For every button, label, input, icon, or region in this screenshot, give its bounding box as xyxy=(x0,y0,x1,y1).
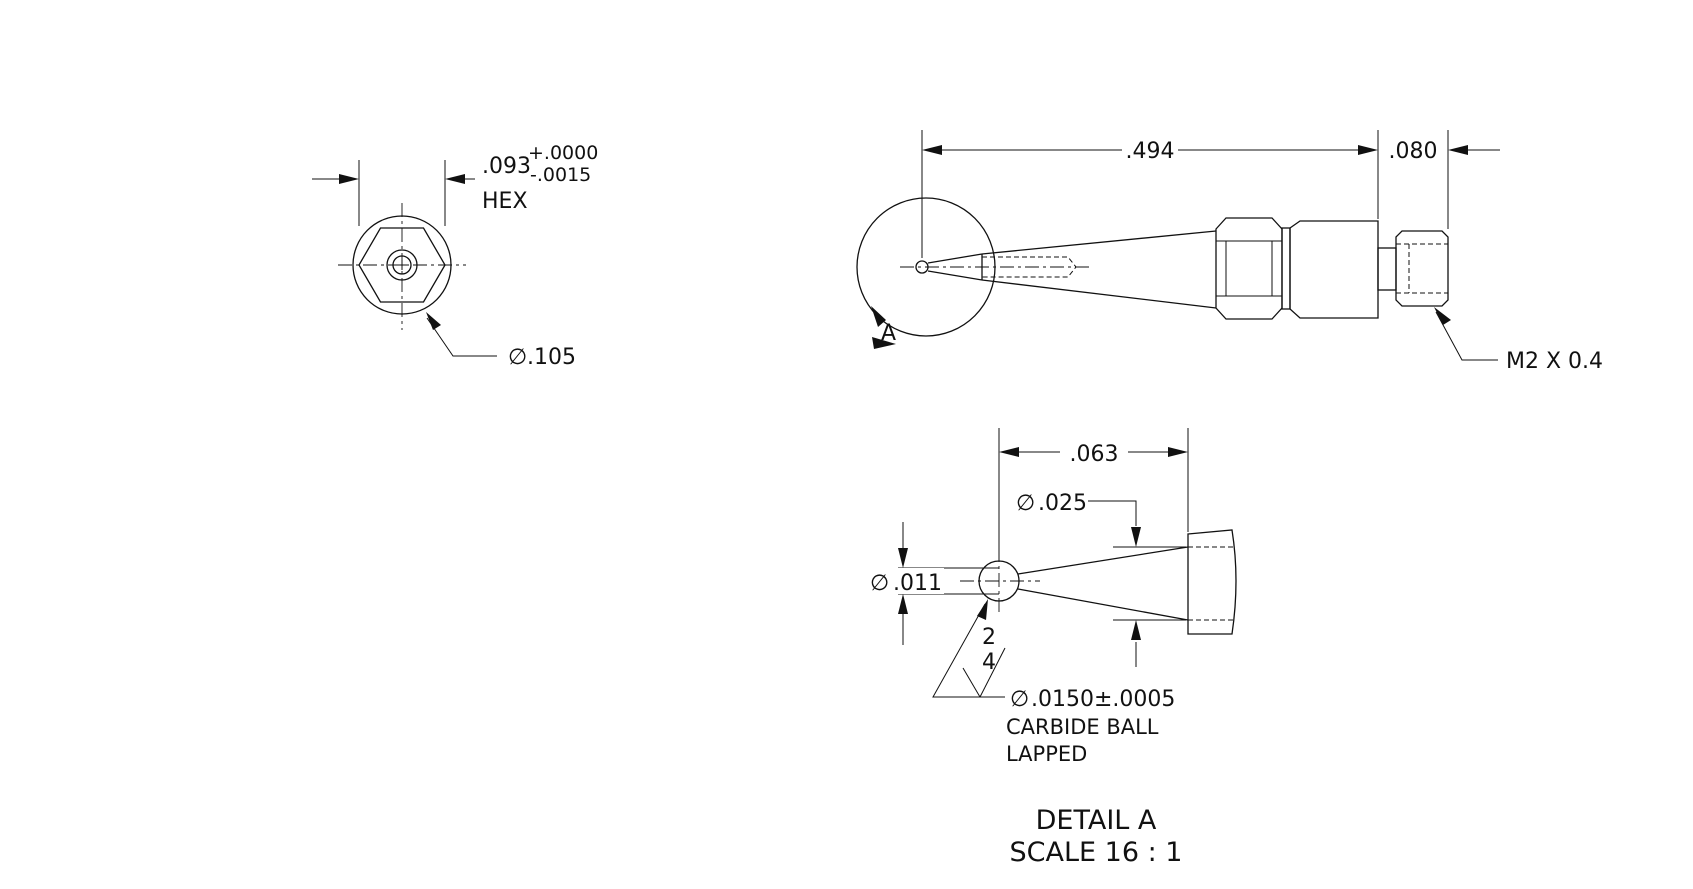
ball-dia-text: .011 xyxy=(893,571,942,596)
thread-note-arrow xyxy=(1434,307,1451,325)
ball-note-leader xyxy=(932,603,986,698)
detail-scale: SCALE 16 : 1 xyxy=(1010,837,1183,868)
hidden-bore xyxy=(982,256,1077,278)
diameter-symbol: ∅ xyxy=(508,345,527,370)
ball-tip xyxy=(915,260,929,274)
shank-body xyxy=(1289,220,1379,319)
ball-dia-text-mask xyxy=(868,568,944,594)
finish-value-bottom: 4 xyxy=(982,650,996,675)
hex-label: HEX xyxy=(482,189,528,214)
length-arrowhead-left xyxy=(922,145,942,155)
detail-width-text: .063 xyxy=(1070,442,1119,467)
diameter-leader-arrow xyxy=(426,312,441,330)
detail-a-label: A xyxy=(881,321,896,346)
ball-dia-arrowhead-lower xyxy=(898,594,908,614)
finish-symbol-tick xyxy=(962,667,981,698)
taper-lower-edge xyxy=(927,270,983,281)
hex-tolerance-plus: +.0000 xyxy=(528,142,598,164)
detail-width-arrowhead-left xyxy=(999,447,1019,457)
ball-note-dim: .0150±.0005 xyxy=(1031,687,1175,712)
detail-width-arrowhead-right xyxy=(1168,447,1188,457)
hex-dimension-text: .093 xyxy=(482,154,531,179)
tip-dia-arrowhead-upper xyxy=(1131,527,1141,547)
threaded-end xyxy=(1395,230,1449,307)
thread-note-leader xyxy=(1435,311,1498,361)
ball-note-line2: LAPPED xyxy=(1006,742,1087,766)
detail-a-arrow-bottom xyxy=(872,337,896,349)
diameter-leader-line xyxy=(426,317,497,357)
taper-upper-edge xyxy=(927,253,983,264)
detail-title: DETAIL A xyxy=(1036,805,1157,836)
detail-taper-upper xyxy=(1017,546,1189,575)
thread-length-text: .080 xyxy=(1389,139,1438,164)
ball-dia-arrowhead-upper xyxy=(898,548,908,568)
hex-tolerance-minus: -.0015 xyxy=(530,164,591,186)
hex-arrowhead-left xyxy=(339,174,359,184)
diameter-dimension-text: .105 xyxy=(527,345,576,370)
hex-outline xyxy=(358,227,446,303)
detail-shank-end xyxy=(1187,529,1237,635)
tip-dia-arrowhead-lower xyxy=(1131,620,1141,640)
ball-note-symbol: ∅ xyxy=(1010,687,1029,712)
thread-note-text: M2 X 0.4 xyxy=(1506,349,1603,374)
cone-lower-edge xyxy=(981,279,1217,309)
tip-dia-symbol: ∅ xyxy=(1016,491,1035,516)
length-dimension-text: .494 xyxy=(1126,139,1175,164)
tip-dia-text: .025 xyxy=(1038,491,1087,516)
detail-a-arrow-left xyxy=(871,306,886,327)
ball-note-line1: CARBIDE BALL xyxy=(1006,715,1159,739)
finish-value-top: 2 xyxy=(982,625,996,650)
ball-note-arrow xyxy=(977,599,988,620)
detail-a-view: .063 ∅ .025 ∅ .011 2 4 ∅ .0150±.0005 CAR… xyxy=(868,428,1237,868)
length-arrowhead-right xyxy=(1358,145,1378,155)
tip-dia-dimension-line-upper xyxy=(1088,500,1137,526)
thread-arrowhead xyxy=(1448,145,1468,155)
ball-dia-symbol: ∅ xyxy=(870,571,889,596)
detail-taper-lower xyxy=(1017,588,1189,621)
detail-a-circle xyxy=(856,197,996,337)
finish-symbol-line xyxy=(979,647,1006,698)
end-view: .093 +.0000 -.0015 HEX ∅ .105 xyxy=(312,142,598,370)
thread-relief xyxy=(1377,247,1397,291)
neck xyxy=(1281,227,1291,310)
bore-circle xyxy=(386,249,418,281)
hex-arrowhead-right xyxy=(445,174,465,184)
bore-inner-circle xyxy=(392,255,412,275)
cone-upper-edge xyxy=(981,230,1217,255)
side-view: A .494 xyxy=(856,130,1603,374)
outer-diameter-circle xyxy=(352,215,452,315)
